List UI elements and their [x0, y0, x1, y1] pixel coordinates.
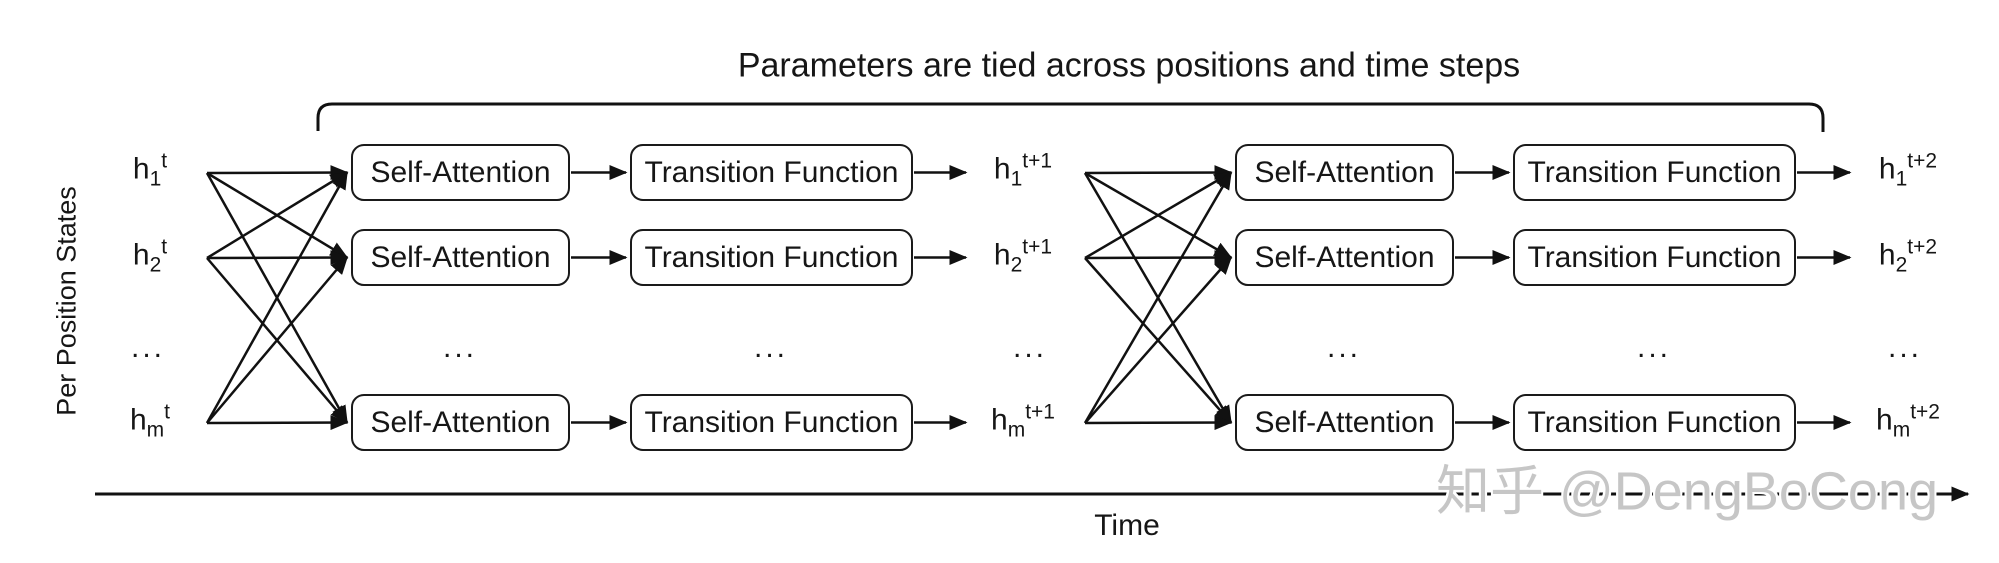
ellipsis: ... [1012, 331, 1048, 364]
state-h1-t2: h1t+2 [1879, 151, 1937, 190]
state-sub: m [146, 418, 165, 442]
y-axis-label: Per Position States [51, 186, 82, 416]
state-hm-t: hmt [130, 402, 170, 441]
state-sup: t [161, 149, 168, 173]
fan-arrows-step2 [1083, 165, 1233, 431]
ellipsis: ... [442, 331, 478, 364]
self-attention-box: Self-Attention [351, 394, 570, 451]
state-sub: 1 [1895, 167, 1908, 191]
state-sup: t+2 [1907, 235, 1938, 259]
state-sub: 2 [149, 253, 162, 277]
state-h1-t: h1t [133, 151, 167, 190]
state-h2-t2: h2t+2 [1879, 237, 1937, 276]
ellipsis: ... [1636, 331, 1672, 364]
transition-function-box: Transition Function [1513, 229, 1796, 286]
state-sub: 2 [1895, 253, 1908, 277]
state-sup: t+1 [1022, 235, 1053, 259]
state-sup: t [164, 400, 171, 424]
state-sup: t+1 [1022, 149, 1053, 173]
state-h1-t1: h1t+1 [994, 151, 1052, 190]
diagram-title: Parameters are tied across positions and… [737, 46, 1521, 85]
ellipsis: ... [130, 331, 166, 364]
state-sup: t+2 [1910, 400, 1940, 424]
self-attention-box: Self-Attention [351, 229, 570, 286]
fan-arrows-step1 [205, 165, 349, 431]
state-base: h [993, 152, 1011, 186]
state-sub: 1 [149, 167, 162, 191]
state-sup: t [161, 235, 168, 259]
x-axis-label: Time [1094, 509, 1160, 542]
state-hm-t1: hmt+1 [991, 402, 1055, 441]
transition-function-box: Transition Function [630, 229, 913, 286]
state-base: h [1878, 152, 1896, 186]
state-base: h [991, 403, 1008, 437]
state-sub: 2 [1010, 253, 1023, 277]
state-base: h [1878, 238, 1896, 272]
state-sub: m [1007, 418, 1026, 442]
transition-function-box: Transition Function [1513, 144, 1796, 201]
state-sup: t+2 [1907, 149, 1938, 173]
state-sub: m [1892, 418, 1911, 442]
state-base: h [132, 238, 150, 272]
self-attention-box: Self-Attention [1235, 229, 1454, 286]
self-attention-box: Self-Attention [351, 144, 570, 201]
state-h2-t1: h2t+1 [994, 237, 1052, 276]
tf-to-state-arrows-step1 [914, 165, 968, 430]
self-attention-box: Self-Attention [1235, 144, 1454, 201]
state-hm-t2: hmt+2 [1876, 402, 1940, 441]
transition-function-box: Transition Function [1513, 394, 1796, 451]
self-attention-box: Self-Attention [1235, 394, 1454, 451]
state-base: h [993, 238, 1011, 272]
watermark: 知乎 @DengBoCong [1435, 461, 1939, 522]
ellipsis: ... [753, 331, 789, 364]
tied-parameters-bracket [316, 102, 1825, 132]
state-sup: t+1 [1025, 400, 1055, 424]
state-base: h [1876, 403, 1893, 437]
sa-to-tf-arrows-step2 [1455, 165, 1511, 430]
state-h2-t: h2t [133, 237, 167, 276]
transition-function-box: Transition Function [630, 144, 913, 201]
state-base: h [129, 403, 147, 437]
state-base: h [132, 152, 150, 186]
tf-to-state-arrows-step2 [1797, 165, 1852, 430]
sa-to-tf-arrows-step1 [571, 165, 628, 430]
ellipsis: ... [1326, 331, 1362, 364]
ellipsis: ... [1887, 331, 1923, 364]
transition-function-box: Transition Function [630, 394, 913, 451]
state-sub: 1 [1010, 167, 1023, 191]
